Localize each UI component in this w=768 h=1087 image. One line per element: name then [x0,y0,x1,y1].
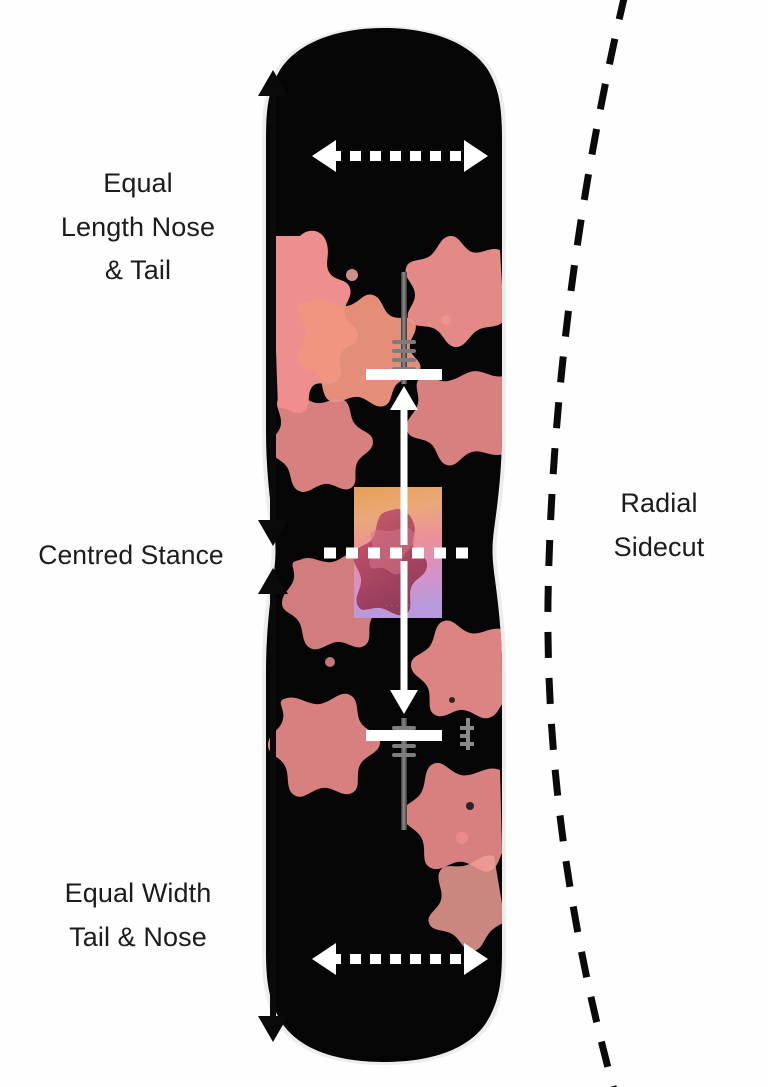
deck-blob-right-lower [411,620,502,719]
snowboard-body: · · · · · [262,26,506,1065]
deck-speckle [441,315,451,325]
nose-width-arrow [312,140,488,172]
binding-bar-tail [366,730,442,741]
label-radial-sidecut: Radial Sidecut [613,488,705,562]
deck-speckle [325,657,335,667]
center-graphic-caption: · · · · · [385,603,411,609]
deck-blob-left-bottom [267,693,381,797]
length-measure-nose [258,70,288,546]
label-centred-stance: Centred Stance [38,540,224,570]
deck-blob-right-mid [406,371,502,466]
binding-rod-tail [401,718,407,830]
deck-speckle [449,697,455,703]
deck-blob-left-lower [269,391,373,492]
label-equal-width-tail-nose: Equal Width Tail & Nose [64,878,212,952]
deck-blob-right-upper [405,235,502,347]
deck-blob-right-bottom [428,855,502,952]
length-measure-tail [258,568,288,1042]
tail-width-arrow [312,943,488,975]
radial-sidecut-curve [544,0,628,1087]
deck-speckle [466,802,474,810]
binding-bar-nose [366,369,442,380]
stance-arrow-lower [390,561,418,714]
label-equal-length-nose-tail: Equal Length Nose & Tail [60,168,216,286]
stance-arrow-upper [390,386,418,545]
deck-speckle [456,832,468,844]
deck-graphic-artwork [267,230,502,952]
deck-blob-right-tail [401,762,502,872]
binding-rod-nose [401,272,407,384]
binding-tail [366,718,442,830]
binding-hardware-marks [460,718,474,750]
binding-nose [366,272,442,384]
deck-speckle [346,269,358,281]
